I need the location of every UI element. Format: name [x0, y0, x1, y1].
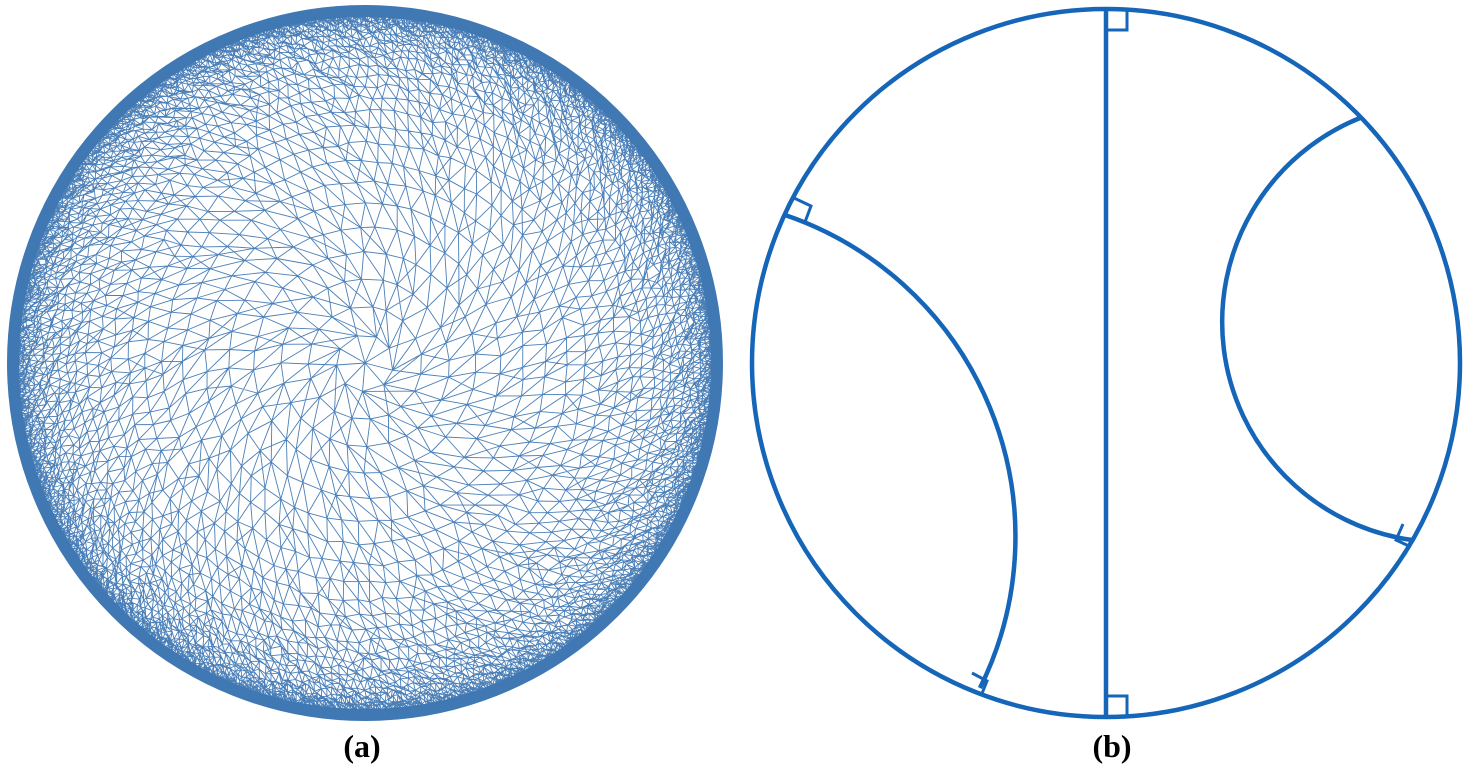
caption-panel-a: (a)	[343, 728, 381, 764]
right-angle-marker-top	[1106, 11, 1129, 32]
left-geodesic-arc	[784, 212, 1018, 689]
poincare-disk-diagram	[749, 6, 1463, 720]
panel-b-poincare-geodesics	[735, 0, 1470, 775]
mesh-rim-band	[7, 5, 723, 721]
hyperbolic-mesh-disk	[7, 5, 723, 721]
panel-a-triangulated-disk	[7, 5, 723, 721]
caption-panel-b: (b)	[1092, 728, 1132, 764]
right-angle-marker-bottom	[1106, 694, 1129, 715]
right-geodesic-arc	[1219, 115, 1413, 543]
right-angle-marker-right	[1394, 523, 1412, 549]
right-angle-marker-left-top	[793, 196, 813, 223]
right-angle-marker-left-bottom	[971, 671, 989, 697]
